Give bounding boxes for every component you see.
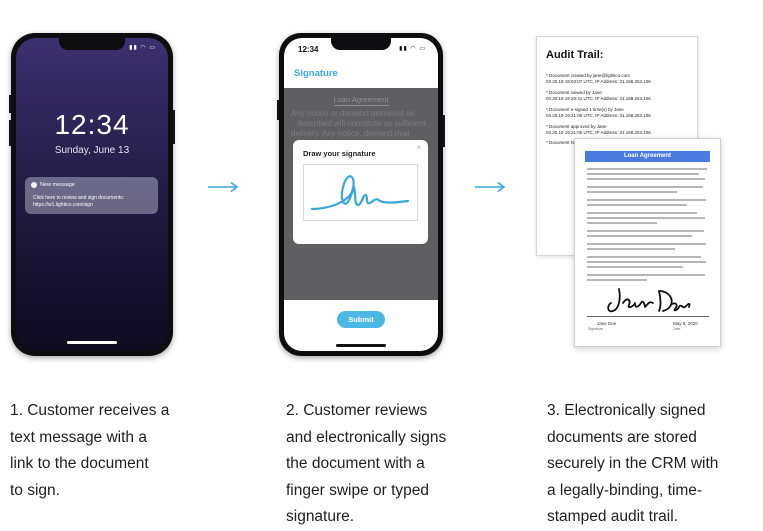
text-line xyxy=(587,204,687,206)
text-line xyxy=(587,235,692,237)
notification-title: New message xyxy=(40,182,75,188)
caption-line: 1. Customer receives a xyxy=(10,402,170,419)
audit-entry: * Document viewed by Jane 03.20.19 19:20… xyxy=(546,90,651,102)
audit-title: Audit Trail: xyxy=(546,49,604,61)
text-line xyxy=(587,266,683,268)
signature-prompt: Draw your signature xyxy=(303,149,376,158)
signature-line xyxy=(587,316,709,317)
sms-notification[interactable]: New message Click here to review and sig… xyxy=(25,177,158,214)
submit-button[interactable]: Submit xyxy=(337,311,385,328)
text-line xyxy=(587,217,705,219)
text-line xyxy=(587,168,707,170)
text-line xyxy=(587,186,703,188)
audit-entry: * Document approved by Jane 03.20.19 19:… xyxy=(546,124,651,136)
text-line xyxy=(587,274,705,276)
phone-volume-button xyxy=(9,95,11,113)
phone-power-button xyxy=(173,110,175,144)
audit-action: * Document viewed by Jane xyxy=(546,90,602,95)
lock-time: 12:34 xyxy=(54,109,130,140)
signature-caption: Signature xyxy=(588,327,603,331)
caption-line: signature. xyxy=(286,508,355,525)
signature-screen: 12:34 ▮▮ ◠ ▭ Signature Loan Agreement An… xyxy=(284,38,438,351)
text-line xyxy=(587,261,706,263)
lock-screen: ▮▮ ◠ ▭ 12:34 Sunday, June 13 New message… xyxy=(16,38,168,351)
audit-meta: 03.20.19 19:03:07 UTC, IP Address: 31.16… xyxy=(546,79,651,84)
lock-date: Sunday, June 13 xyxy=(54,145,130,156)
phone-volume-button xyxy=(277,100,279,120)
phone-lock-screen: ▮▮ ◠ ▭ 12:34 Sunday, June 13 New message… xyxy=(11,33,173,356)
caption-line: documents are stored xyxy=(547,428,697,446)
screen-title: Signature xyxy=(294,68,338,79)
audit-entry: * Document created by jane@lightico.com … xyxy=(546,73,651,85)
signal-wifi-battery-icon: ▮▮ ◠ ▭ xyxy=(129,45,156,51)
audit-action: * Document e-signed 1 time(s) by Jane xyxy=(546,107,624,112)
text-line xyxy=(587,243,706,245)
audit-action: * Document approved by Jane xyxy=(546,124,607,129)
phone-signature-screen: 12:34 ▮▮ ◠ ▭ Signature Loan Agreement An… xyxy=(279,33,443,356)
status-bar: ▮▮ ◠ ▭ xyxy=(16,44,168,54)
phone-power-button xyxy=(443,115,445,147)
caption-line: finger swipe or typed xyxy=(286,481,430,499)
caption-line: link to the document xyxy=(10,455,149,472)
text-line xyxy=(587,222,657,224)
signature-dialog: × Draw your signature xyxy=(293,140,428,244)
divider xyxy=(334,105,389,106)
caption-line: stamped audit trail. xyxy=(547,508,678,525)
text-line xyxy=(587,199,706,201)
phone-notch xyxy=(59,38,125,50)
phone-volume-button xyxy=(9,120,11,146)
loan-title: Loan Agreement xyxy=(585,151,710,162)
signer-name: Jane Doe xyxy=(597,321,617,326)
phone-notch xyxy=(331,38,391,50)
caption-line: to sign. xyxy=(10,481,60,499)
audit-action: * Document created by jane@lightico.com xyxy=(546,73,630,78)
home-indicator[interactable] xyxy=(67,341,117,344)
step-3-caption: 3. Electronically signed documents are s… xyxy=(547,398,718,531)
caption-line: securely in the CRM with xyxy=(547,455,719,472)
caption-line: 3. Electronically signed xyxy=(547,402,706,419)
notification-header: New message xyxy=(31,182,75,188)
signature-drawing xyxy=(310,175,410,211)
audit-entry: * Document e-signed 1 time(s) by Jane 03… xyxy=(546,107,651,119)
text-line xyxy=(587,279,647,281)
sign-date: May 8, 2020 xyxy=(673,321,698,326)
notification-body: Click here to review and sign documents: xyxy=(33,195,125,201)
close-icon[interactable]: × xyxy=(416,143,421,152)
doc-title: Loan Agreement xyxy=(333,95,389,104)
doc-text-line: described will constitute as sufficient xyxy=(297,119,426,128)
text-line xyxy=(587,173,699,175)
text-line xyxy=(587,230,704,232)
step-1-caption: 1. Customer receives a text message with… xyxy=(10,398,169,504)
message-icon xyxy=(31,182,37,188)
signature-pad[interactable] xyxy=(303,164,418,221)
text-line xyxy=(587,191,677,193)
arrow-right-icon xyxy=(475,181,506,193)
notification-link[interactable]: https://w1.lightico.com/sign xyxy=(33,202,93,208)
doc-text-line: Any notice or demand delivered as xyxy=(291,109,415,118)
loan-agreement-document: Loan Agreement Jane Doe May 8, 2020 Sign… xyxy=(574,138,721,347)
arrow-right-icon xyxy=(208,181,239,193)
audit-meta: 03.20.19 19:21:05 UTC, IP Address: 31.16… xyxy=(546,113,651,118)
status-time: 12:34 xyxy=(298,45,319,54)
signal-wifi-battery-icon: ▮▮ ◠ ▭ xyxy=(399,46,426,52)
doc-text: Any notice or demand delivered as descri… xyxy=(291,109,432,139)
text-line xyxy=(587,256,701,258)
text-line xyxy=(587,248,675,250)
step-2-caption: 2. Customer reviews and electronically s… xyxy=(286,398,446,531)
text-line xyxy=(587,178,705,180)
caption-line: a legally-binding, time- xyxy=(547,481,703,499)
audit-meta: 03.20.19 19:21:05 UTC, IP Address: 31.16… xyxy=(546,130,651,135)
caption-line: and electronically signs xyxy=(286,428,447,446)
text-line xyxy=(587,212,697,214)
caption-line: text message with a xyxy=(10,428,147,446)
date-caption: Date xyxy=(673,327,681,331)
caption-line: 2. Customer reviews xyxy=(286,402,428,419)
handwritten-signature xyxy=(607,288,691,313)
home-indicator[interactable] xyxy=(336,344,386,347)
caption-line: the document with a xyxy=(286,455,425,472)
audit-meta: 03.20.19 19:20:31 UTC, IP Address: 31.16… xyxy=(546,96,651,101)
doc-text-line: delivery. Any notice, demand mail xyxy=(291,129,410,138)
